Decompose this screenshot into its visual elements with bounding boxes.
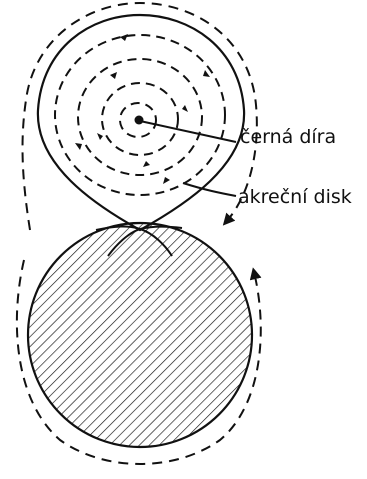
accretion-disk-leader-line <box>183 183 236 196</box>
black-hole-leader-line <box>140 121 236 142</box>
accretion-disk-label: akreční disk <box>238 186 352 208</box>
companion-star <box>28 223 252 447</box>
accretion-flow <box>55 35 225 195</box>
black-hole-label: černá díra <box>240 126 336 148</box>
disk-arrows <box>75 34 210 184</box>
disk-ring-outer <box>55 35 225 195</box>
black-hole-dot <box>135 116 144 125</box>
